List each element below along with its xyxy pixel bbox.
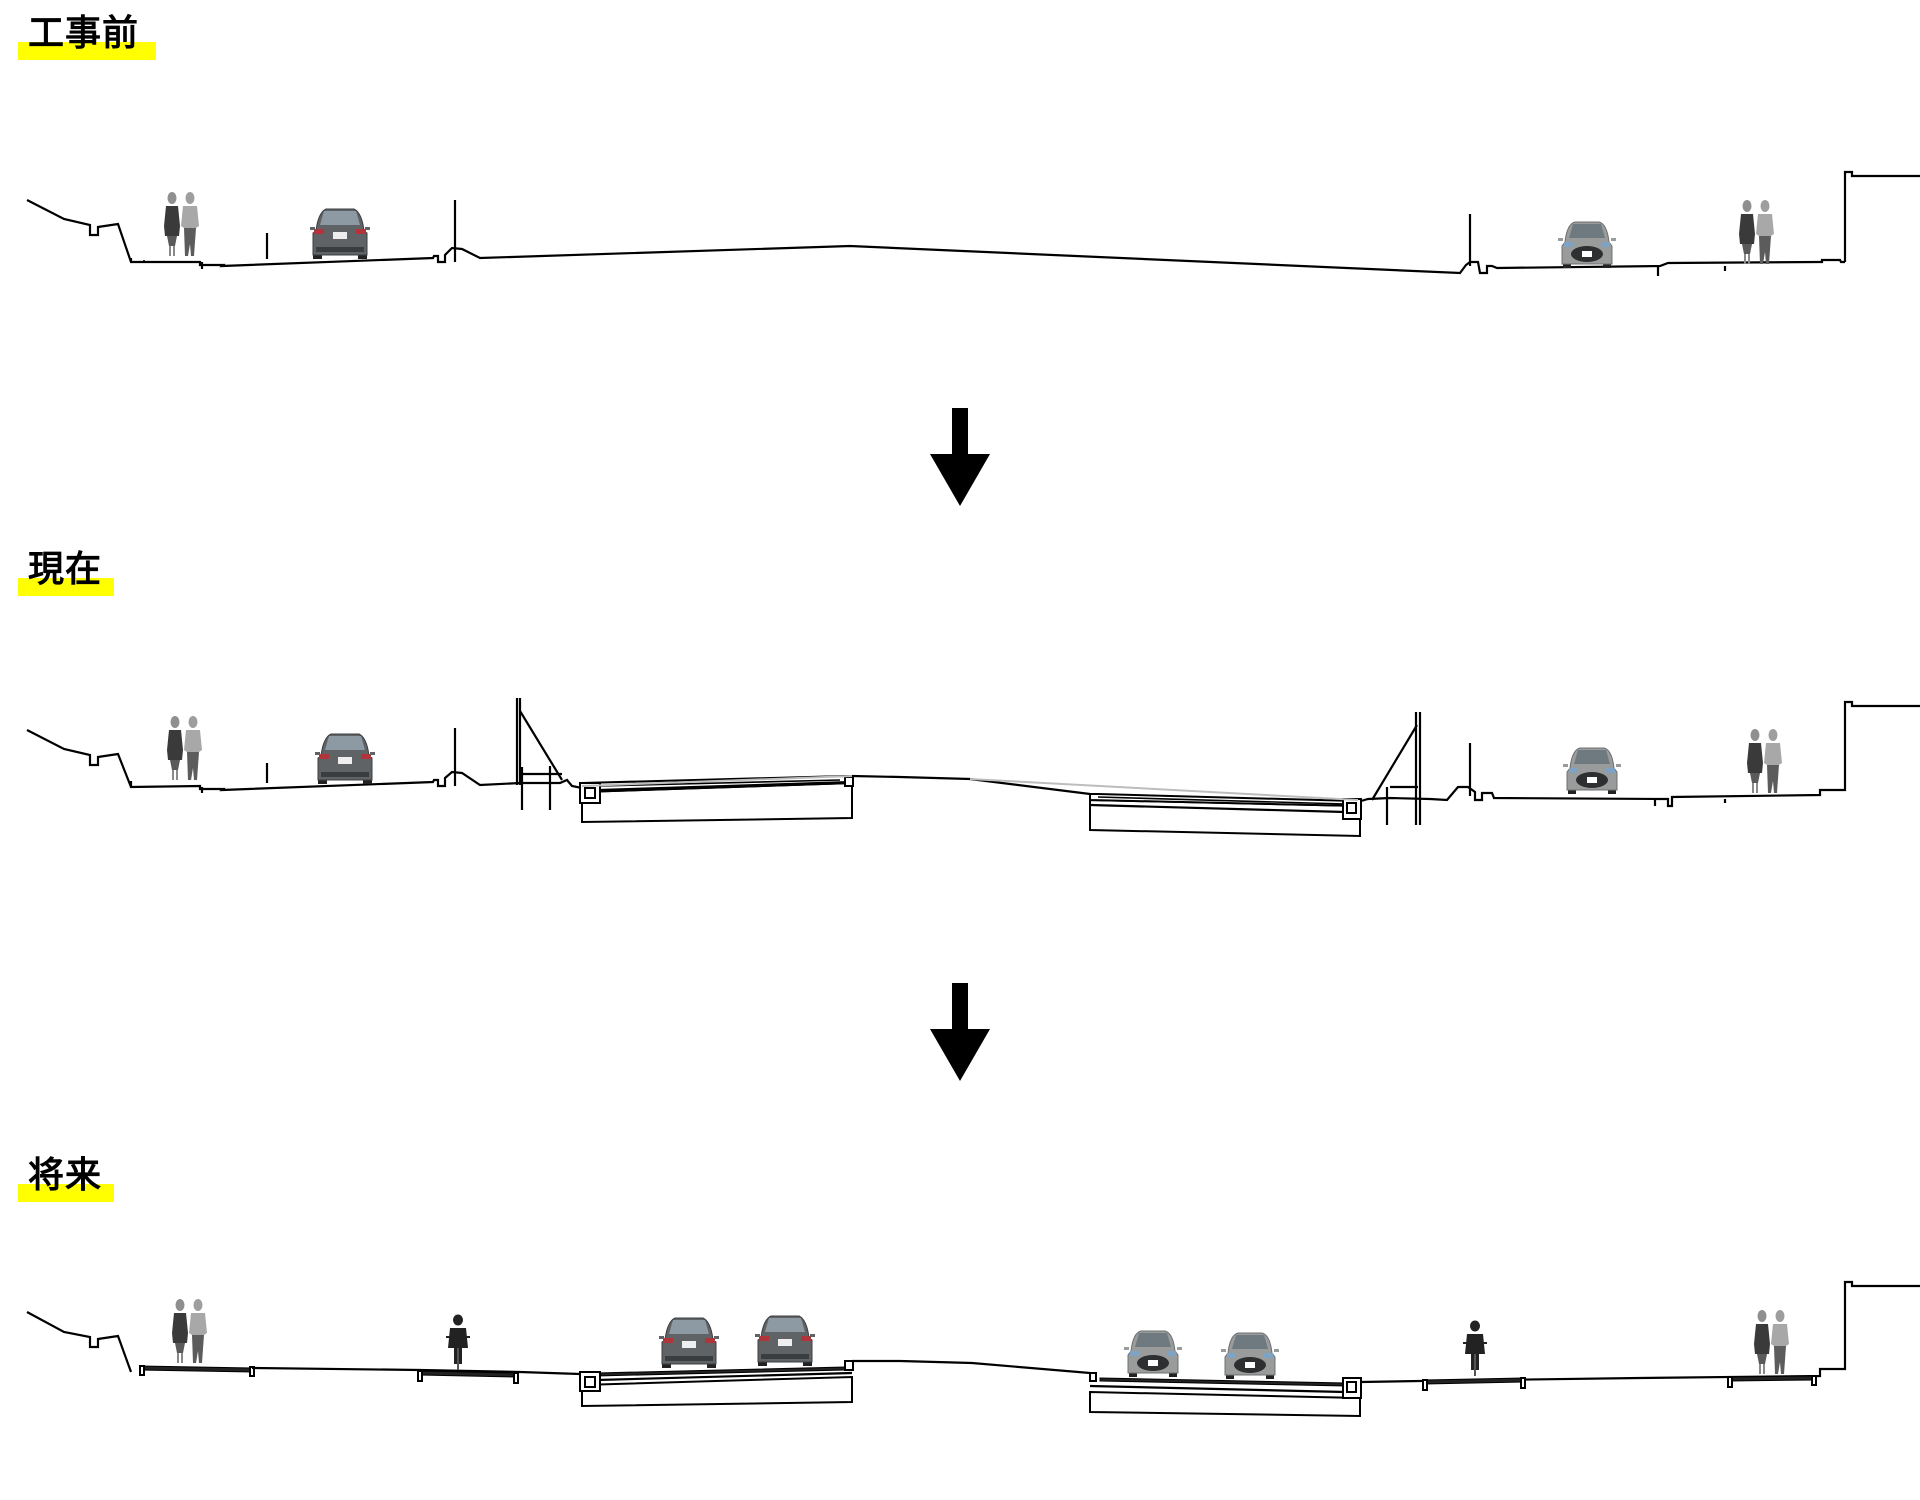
- ground-profile-right: [1360, 1280, 1920, 1384]
- edge-block: [1089, 1372, 1097, 1382]
- bike-lane-right: [1424, 1377, 1524, 1385]
- drain-box-inner: [1346, 802, 1357, 814]
- section-future: [26, 1280, 1920, 1418]
- stage-label-current: 現在: [18, 548, 114, 596]
- drain-box-inner: [584, 787, 596, 799]
- proposed-surface-line: [969, 778, 1359, 801]
- car-rear-icon: [658, 1317, 720, 1369]
- car-rear-icon: [754, 1315, 816, 1367]
- temporary-brace: [519, 710, 563, 781]
- car-rear-icon: [309, 208, 371, 260]
- underpass-slab-right: [1089, 1390, 1361, 1418]
- drain-box-inner: [1346, 1381, 1357, 1393]
- pedestrian-pair-icon: [1739, 200, 1774, 264]
- ground-profile-center: [852, 1359, 1091, 1375]
- deck-layer: [599, 779, 841, 787]
- kerb-block: [417, 1370, 423, 1382]
- sidewalk-right: [1729, 1375, 1815, 1382]
- kerb-block: [1811, 1375, 1817, 1386]
- cyclist-icon: [1463, 1320, 1487, 1376]
- kerb-block: [513, 1372, 519, 1384]
- underpass-slab-left: [581, 1375, 853, 1408]
- drain-box-inner: [584, 1376, 596, 1388]
- car-rear-icon: [314, 733, 376, 785]
- label-highlight: [18, 1184, 114, 1202]
- kerb-block: [1727, 1376, 1733, 1388]
- stage-title-before: 工事前: [28, 13, 140, 54]
- pedestrian-pair-icon: [1754, 1310, 1789, 1374]
- edge-block: [844, 776, 854, 787]
- down-arrow-icon: [930, 408, 990, 506]
- pedestrian-pair-icon: [167, 716, 202, 780]
- deck-layer: [596, 1371, 853, 1382]
- section-current: [26, 698, 1920, 838]
- stage-title-current: 現在: [28, 549, 103, 590]
- car-front-icon: [1123, 1330, 1183, 1378]
- section-before: [26, 170, 1920, 276]
- ground-profile-center: [851, 774, 1091, 796]
- cyclist-icon: [446, 1314, 470, 1370]
- pedestrian-pair-icon: [164, 192, 199, 256]
- stage-label-future: 将来: [18, 1154, 114, 1202]
- deck-layer: [1097, 796, 1346, 805]
- stage-label-before: 工事前: [18, 12, 156, 60]
- deck-layer: [1089, 1384, 1346, 1394]
- label-highlight: [18, 578, 114, 596]
- proposed-surface-line: [581, 775, 853, 787]
- ground-profile-left: [26, 1311, 133, 1373]
- label-highlight: [18, 42, 156, 60]
- kerb-block: [1520, 1377, 1526, 1389]
- down-arrow-icon: [930, 983, 990, 1081]
- car-front-icon: [1220, 1332, 1280, 1380]
- kerb-block: [1422, 1379, 1428, 1391]
- car-front-icon: [1557, 221, 1617, 269]
- sidewalk-left: [139, 1365, 253, 1373]
- kerb-block: [139, 1365, 145, 1376]
- ground-profile-right: [1360, 700, 1920, 808]
- deck-layer: [599, 780, 853, 792]
- ground-profile-left: [26, 729, 583, 792]
- pedestrian-pair-icon: [1747, 729, 1782, 793]
- pedestrian-pair-icon: [172, 1299, 207, 1363]
- deck-layer: [1089, 803, 1346, 814]
- kerb-block: [249, 1366, 255, 1377]
- ground-profile-right: [1843, 170, 1920, 262]
- edge-block: [844, 1360, 854, 1371]
- stage-title-future: 将来: [28, 1155, 103, 1196]
- ground-line: [251, 1366, 581, 1376]
- ground-profile-left: [26, 199, 1845, 275]
- temporary-brace: [1371, 724, 1418, 801]
- roadway-right: [1099, 1377, 1347, 1387]
- car-front-icon: [1562, 747, 1622, 795]
